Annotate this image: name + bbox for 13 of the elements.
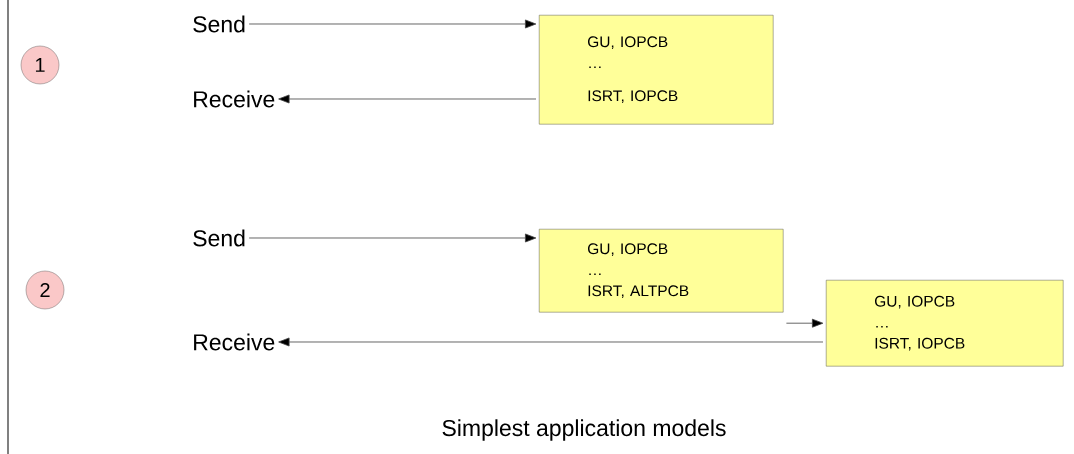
message-box: GU, IOPCB … ISRT, IOPCB bbox=[826, 280, 1064, 367]
label-text: Receive bbox=[194, 333, 275, 351]
caption: Simplest application models bbox=[442, 419, 726, 441]
arrow bbox=[786, 318, 824, 328]
label-text: Send bbox=[193, 229, 245, 247]
message-box: GU, IOPCB … ISRT, ALTPCB bbox=[539, 229, 784, 313]
message-box: GU, IOPCB … ISRT, IOPCB bbox=[539, 15, 774, 125]
arrow bbox=[278, 94, 537, 104]
arrow bbox=[248, 19, 537, 29]
arrow bbox=[278, 337, 824, 347]
arrow bbox=[248, 233, 537, 243]
label-text: Receive bbox=[194, 90, 275, 108]
label-text: Send bbox=[193, 15, 245, 33]
